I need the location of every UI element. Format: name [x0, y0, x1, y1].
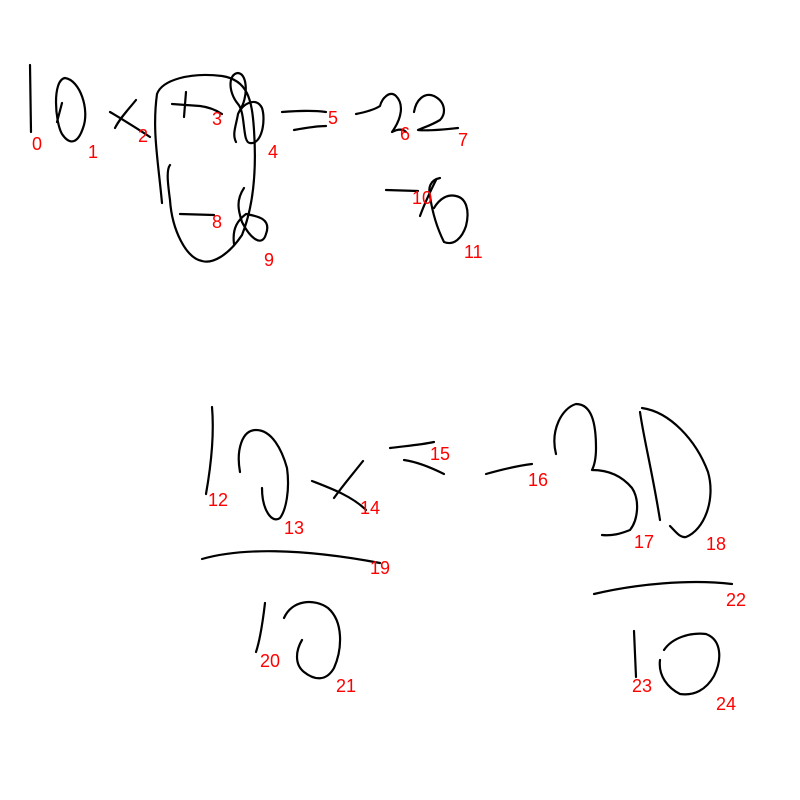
ink-stroke-2 [108, 98, 152, 139]
ink-stroke-7 [412, 93, 460, 132]
ink-stroke-12 [204, 405, 214, 496]
stroke-label-12: 12 [208, 490, 228, 510]
ink-stroke-17 [553, 402, 639, 537]
ink-stroke-20 [254, 601, 267, 654]
ink-stroke-18 [638, 406, 712, 539]
stroke-label-6: 6 [400, 124, 410, 144]
stroke-label-13: 13 [284, 518, 304, 538]
ink-stroke-16 [484, 462, 534, 476]
stroke-label-0: 0 [32, 134, 42, 154]
stroke-label-18: 18 [706, 534, 726, 554]
stroke-label-20: 20 [260, 651, 280, 671]
ink-stroke-15 [388, 440, 446, 476]
stroke-label-22: 22 [726, 590, 746, 610]
ink-stroke-5 [280, 109, 328, 132]
ink-stroke-0 [28, 63, 33, 134]
ink-stroke-6 [354, 92, 408, 134]
stroke-label-9: 9 [264, 250, 274, 270]
stroke-label-5: 5 [328, 108, 338, 128]
ink-stroke-9 [154, 73, 269, 263]
stroke-label-8: 8 [212, 212, 222, 232]
ink-stroke-13 [237, 428, 290, 521]
ink-stroke-23 [632, 629, 638, 679]
stroke-label-21: 21 [336, 676, 356, 696]
ink-stroke-21 [282, 600, 342, 680]
stroke-label-2: 2 [138, 126, 148, 146]
stroke-label-14: 14 [360, 498, 380, 518]
ink-stroke-4 [229, 71, 265, 145]
stroke-label-7: 7 [458, 130, 468, 150]
stroke-label-15: 15 [430, 444, 450, 464]
stroke-label-17: 17 [634, 532, 654, 552]
stroke-label-24: 24 [716, 694, 736, 714]
ink-stroke-8 [178, 212, 216, 217]
stroke-label-4: 4 [268, 142, 278, 162]
stroke-label-23: 23 [632, 676, 652, 696]
ink-stroke-19 [200, 550, 382, 565]
ink-stroke-24 [658, 632, 721, 696]
ink-strokes [28, 63, 734, 696]
ink-stroke-22 [592, 580, 734, 596]
ink-stroke-1 [54, 76, 87, 143]
ink-stroke-10 [384, 178, 438, 218]
ink-stroke-14 [310, 459, 368, 512]
stroke-label-16: 16 [528, 470, 548, 490]
stroke-label-10: 10 [412, 188, 432, 208]
stroke-label-19: 19 [370, 558, 390, 578]
stroke-label-1: 1 [88, 142, 98, 162]
stroke-label-11: 11 [464, 242, 483, 262]
stroke-label-3: 3 [212, 109, 222, 129]
ink-stroke-11 [428, 176, 469, 245]
ink-stroke-3 [170, 90, 224, 119]
